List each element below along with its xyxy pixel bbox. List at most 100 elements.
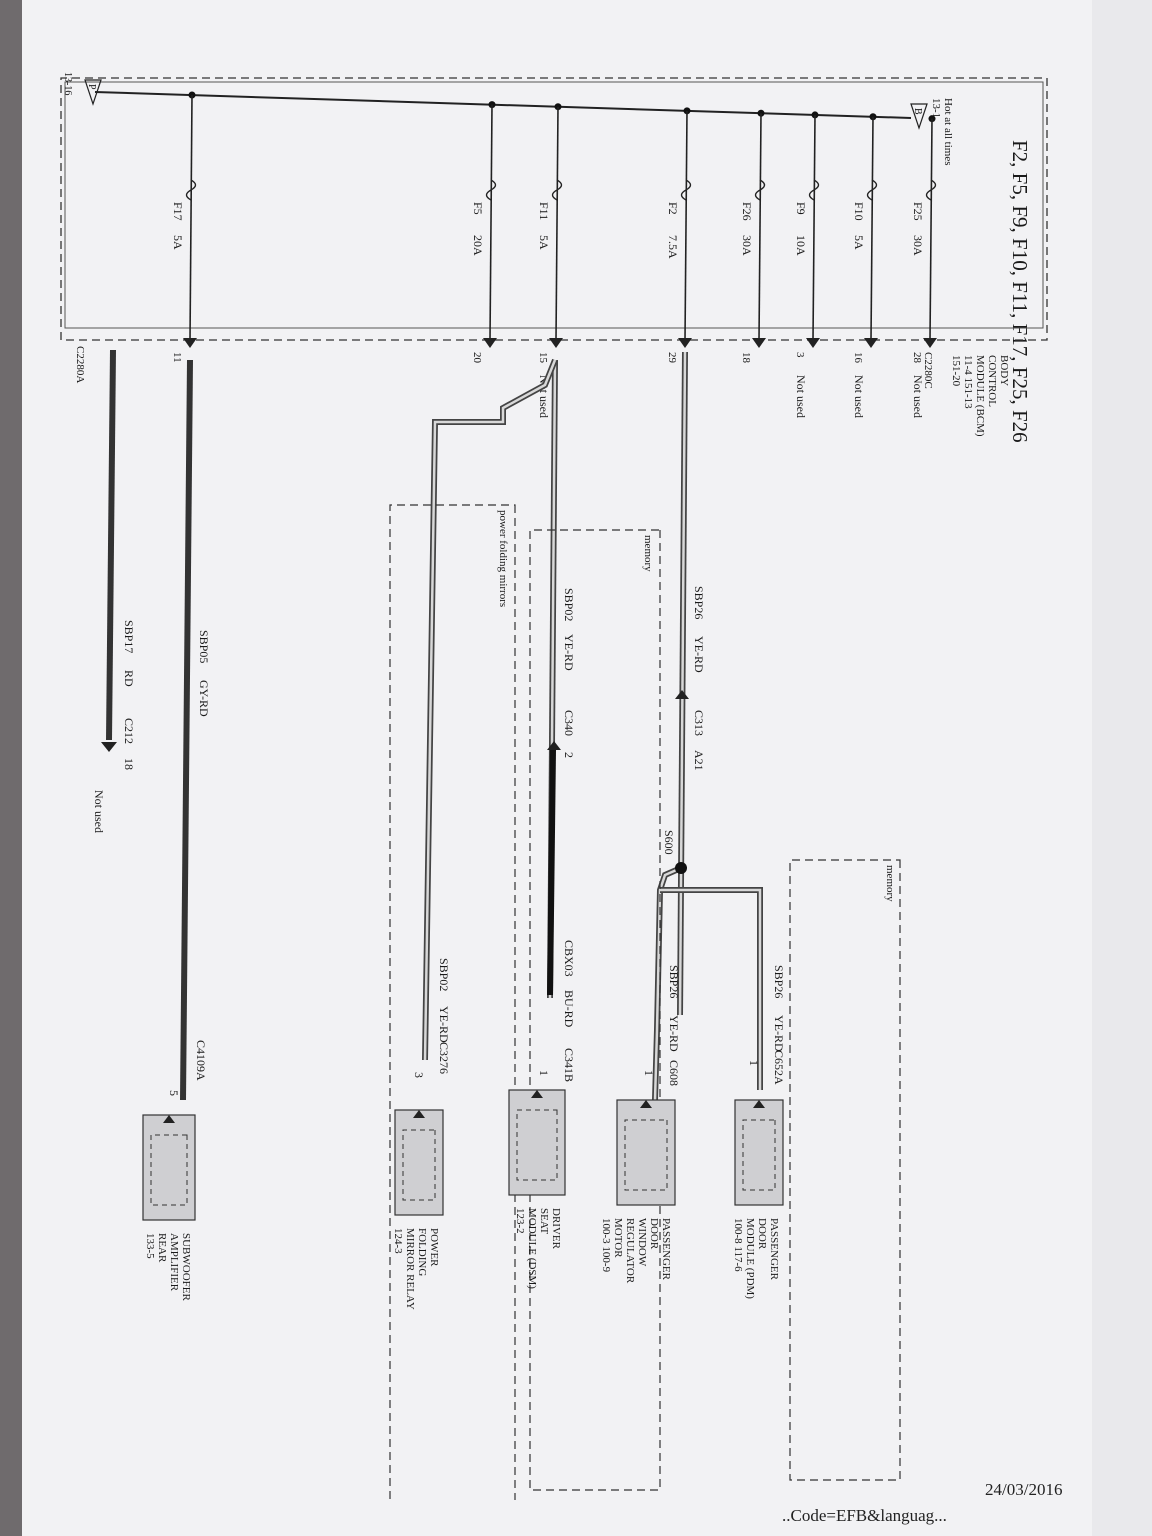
pin-arrow [806,338,820,348]
component-box [616,1099,676,1206]
component-label-line: SEAT [538,1208,550,1235]
component-label-line: DRIVER [550,1208,562,1250]
wire-f2 [547,359,561,999]
component-box [142,1114,196,1221]
wire-s600-branch [652,862,763,1101]
pin-number: 11 [171,352,183,363]
hot-ref: 13-1 [930,98,942,118]
connector-note: Not used [92,790,106,833]
power-bus [94,91,912,119]
wire-label: YE-RD [562,634,576,671]
fuse-amps: 30A [911,235,925,256]
memory-option-label-2: memory [642,535,654,572]
component-label-line: SUBWOOFER [180,1233,192,1302]
bcm-label-line: 11-4 151-13 [962,355,974,409]
component-label-line: WINDOW [636,1218,648,1267]
bcm-label-line: MODULE (BCM) [974,355,986,437]
wire-f17 [101,349,117,752]
component-label-line: MODULE (PDM) [744,1218,756,1299]
memory-option-label-1: memory [884,865,896,902]
pin-arrow [752,338,766,348]
component-label-line: 133-5 [144,1233,156,1259]
fuse-name: F5 [471,202,485,215]
pin-note: Not used [852,375,866,418]
wire-label: YE-RD [667,1015,681,1052]
component-pin-arrow [413,1110,425,1118]
bcm-label: BODY CONTROL MODULE (BCM) 11-4 151-13 15… [950,355,1010,437]
pin-number: 29 [666,352,678,364]
component-label-line: 123-2 [514,1208,526,1234]
fuse-name: F25 [911,202,925,221]
pin-arrow [678,338,692,348]
fuse-box-outline [64,81,1044,329]
component-box [734,1099,784,1206]
background-page [1080,0,1152,1536]
fuse-amps: 5A [537,235,551,250]
component-label-line: 100-3 100-9 [600,1218,612,1273]
pin-note: Not used [794,375,808,418]
connector-labels: C313 A21 C340 2 C212 18 Not used S600 C6… [92,710,786,1096]
pin-arrow [549,338,563,348]
wire-label: SBP02 [437,958,451,991]
fuse-name: F17 [171,202,185,221]
tag-p-ref: 13-16 [62,72,73,95]
connector-label: C4109A [194,1040,208,1081]
wire-mirror-branch [422,358,558,1061]
component-label-line: MIRROR RELAY [404,1228,416,1310]
connector-label: C608 [667,1060,681,1086]
component-inner [742,1119,776,1191]
component-label-line: 124-3 [392,1228,404,1254]
pin-number: 3 [794,352,806,358]
pin-number: 15 [537,352,549,364]
fuse-name: F26 [740,202,754,221]
fuse-icon [485,179,497,201]
component-box [394,1109,444,1216]
fuse-amps: 7.5A [666,235,680,259]
diagram-title: F2, F5, F9, F10, F11, F17, F25, F26 [1008,140,1032,443]
component-label-line: MODULE (DSM) [526,1208,538,1289]
connector-pin: 1 [537,1070,551,1076]
component-pin-arrow [640,1100,652,1108]
fuse-amps: 5A [852,235,866,250]
wire-label: YE-RD [437,1006,451,1043]
connector-pin: 18 [122,758,136,770]
fuse-icon [185,179,197,201]
fuse-icon [808,179,820,201]
component-pin-arrow [163,1115,175,1123]
connector-c2280c: C2280C [922,352,934,389]
s600-splice [675,862,687,874]
c313-arrow [675,690,689,699]
wiring-diagram: F2, F5, F9, F10, F11, F17, F25, F26 BODY… [35,30,1055,1500]
pin-note: Not used [911,375,925,418]
bcm-label-line: BODY [998,355,1010,386]
connector-label: C212 [122,718,136,744]
splice-label: S600 [662,830,676,855]
mirror-option-box [389,504,516,1500]
fuse-amps: 10A [794,235,808,256]
wire-label: SBP02 [562,588,576,621]
memory-option-box-2 [529,529,661,1491]
connector-pin: 2 [562,752,576,758]
pin-number: 28 [911,352,923,364]
wire-label: BU-RD [562,990,576,1028]
wire-label: YE-RD [772,1015,786,1052]
connector-label: C341B [562,1048,576,1082]
connector-pin: A21 [692,750,706,771]
print-date: 24/03/2016 [985,1480,1063,1499]
print-url: ..Code=EFB&languag... [782,1506,947,1525]
component-label-line: DOOR [756,1218,768,1250]
wire-label: SBP26 [692,586,706,619]
component-label-line: POWER [428,1228,440,1267]
pin-number: 18 [740,352,752,364]
connector-pin: 5 [167,1090,181,1096]
